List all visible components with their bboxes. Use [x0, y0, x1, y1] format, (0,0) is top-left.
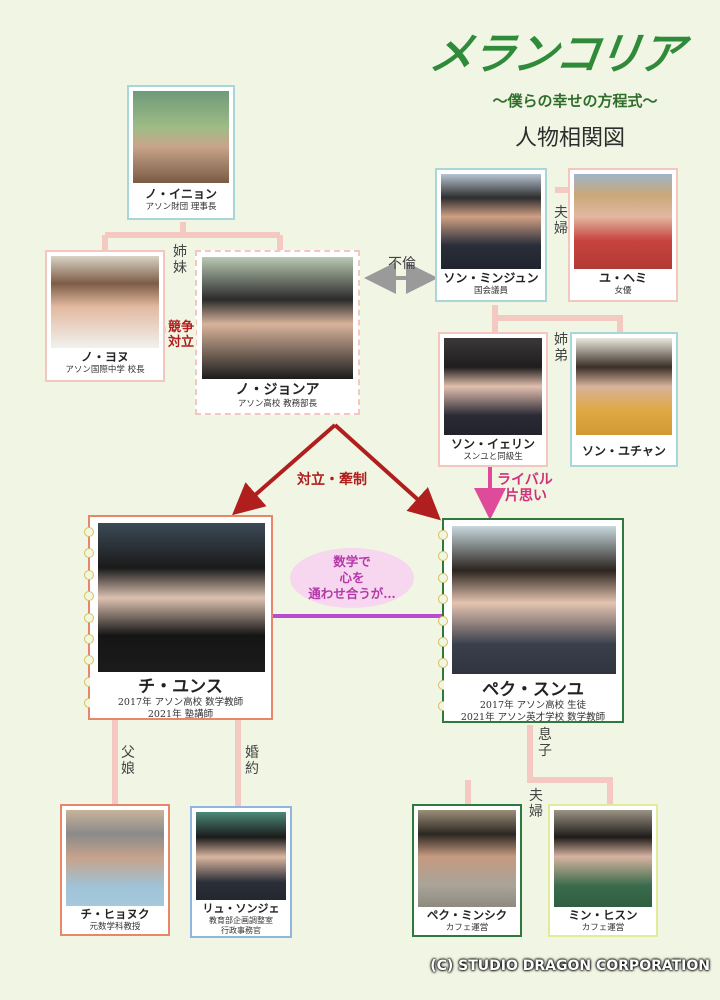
card-ryu-sonje[interactable]: リュ・ソンジェ 教育部企画調整室 行政事務官	[190, 806, 292, 938]
card-chi-yunsu[interactable]: チ・ユンス 2017年 アソン高校 数学教師 2021年 塾講師	[84, 515, 273, 720]
name-min-hisun: ミン・ヒスン	[568, 908, 638, 922]
card-pek-sunyu[interactable]: ペク・スンユ 2017年 アソン高校 生徒 2021年 アソン英才学校 数学教師	[438, 518, 624, 723]
role1-pek-sunyu: 2017年 アソン高校 生徒	[479, 700, 587, 711]
relation-affair: 不倫	[388, 256, 416, 272]
role-no-yonu: アソン国際中学 校長	[65, 365, 145, 375]
card-chi-hyonku[interactable]: チ・ヒョヌク 元数学科教授	[60, 804, 170, 936]
name-son-yuchan: ソン・ユチャン	[582, 443, 666, 458]
name-no-jonga: ノ・ジョンア	[235, 382, 320, 398]
name-ryu-sonje: リュ・ソンジェ	[202, 902, 280, 915]
bubble-line-2: 心を	[339, 570, 365, 585]
portrait-son-yerin	[444, 338, 542, 435]
relation-son: 息子	[538, 727, 552, 759]
family-lines	[102, 187, 623, 806]
bubble-line-1: 数学で	[333, 554, 371, 569]
card-son-yerin[interactable]: ソン・イェリン スンユと同級生	[438, 332, 548, 467]
role1-ryu-sonje: 教育部企画調整室	[209, 916, 273, 925]
conflict-arrow-right	[333, 423, 441, 521]
portrait-pek-minshiku	[418, 810, 516, 907]
role-chi-hyonku: 元数学科教授	[89, 922, 141, 932]
card-no-yonu[interactable]: ノ・ヨヌ アソン国際中学 校長	[45, 250, 165, 382]
role-pek-minshiku: カフェ運営	[445, 923, 489, 933]
role2-ryu-sonje: 行政事務官	[221, 926, 261, 935]
relation-father-daughter: 父娘	[121, 745, 135, 777]
chart-title: 人物相関図	[514, 126, 625, 151]
bubble-line-3: 通わせ合うが…	[308, 586, 396, 601]
portrait-no-yonu	[51, 256, 159, 348]
name-chi-yunsu: チ・ユンス	[138, 677, 223, 697]
card-yu-hemi[interactable]: ユ・ヘミ 女優	[568, 168, 678, 302]
relation-siblings: 姉弟	[554, 332, 568, 364]
portrait-ryu-sonje	[196, 812, 286, 902]
name-son-yerin: ソン・イェリン	[450, 437, 535, 451]
drama-subtitle: 〜僕らの幸せの方程式〜	[492, 92, 658, 110]
name-son-minjun: ソン・ミンジュン	[443, 271, 539, 285]
role1-chi-yunsu: 2017年 アソン高校 数学教師	[117, 697, 244, 708]
relation-crush: 片思い	[505, 488, 547, 504]
role-no-jonga: アソン高校 教務部長	[237, 399, 318, 409]
card-son-minjun[interactable]: ソン・ミンジュン 国会議員	[435, 168, 547, 302]
card-no-jonga[interactable]: ノ・ジョンア アソン高校 教務部長	[195, 250, 360, 415]
name-yu-hemi: ユ・ヘミ	[598, 271, 647, 285]
name-no-inyon: ノ・イニョン	[144, 187, 217, 201]
card-min-hisun[interactable]: ミン・ヒスン カフェ運営	[548, 804, 658, 937]
portrait-son-minjun	[441, 174, 541, 269]
copyright: (C) STUDIO DRAGON CORPORATION	[430, 958, 710, 974]
relation-couple-son: 夫婦	[554, 205, 568, 237]
name-chi-hyonku: チ・ヒョヌク	[80, 907, 150, 921]
name-pek-sunyu: ペク・スンユ	[482, 680, 584, 700]
relation-rivalry: 競争対立	[166, 320, 196, 350]
role-yu-hemi: 女優	[614, 286, 632, 296]
portrait-chi-hyonku	[66, 810, 164, 906]
card-pek-minshiku[interactable]: ペク・ミンシク カフェ運営	[412, 804, 522, 937]
portrait-no-jonga	[202, 257, 353, 379]
portrait-chi-yunsu	[98, 523, 265, 673]
name-no-yonu: ノ・ヨヌ	[80, 350, 129, 364]
role2-pek-sunyu: 2021年 アソン英才学校 数学教師	[460, 711, 606, 723]
card-no-inyon[interactable]: ノ・イニョン アソン財団 理事長	[127, 85, 235, 220]
portrait-yu-hemi	[574, 174, 672, 269]
relation-sisters: 姉妹	[173, 244, 187, 276]
role-son-yerin: スンユと同級生	[463, 452, 523, 462]
role-son-minjun: 国会議員	[473, 286, 508, 296]
role-min-hisun: カフェ運営	[581, 923, 625, 933]
portrait-son-yuchan	[576, 338, 672, 435]
role-no-inyon: アソン財団 理事長	[145, 202, 217, 212]
portrait-pek-sunyu	[452, 526, 616, 674]
relation-rival: ライバル	[497, 472, 553, 488]
name-pek-minshiku: ペク・ミンシク	[426, 908, 508, 922]
relation-engaged: 婚約	[245, 745, 259, 777]
bond-bubble: 数学で 心を 通わせ合うが…	[290, 548, 414, 608]
card-son-yuchan[interactable]: ソン・ユチャン	[570, 332, 678, 467]
role2-chi-yunsu: 2021年 塾講師	[147, 708, 214, 720]
portrait-no-inyon	[133, 91, 229, 183]
portrait-min-hisun	[554, 810, 652, 907]
relation-conflict: 対立・牽制	[297, 472, 367, 488]
relation-couple-pek: 夫婦	[529, 788, 543, 820]
conflict-arrow-left	[231, 423, 337, 516]
